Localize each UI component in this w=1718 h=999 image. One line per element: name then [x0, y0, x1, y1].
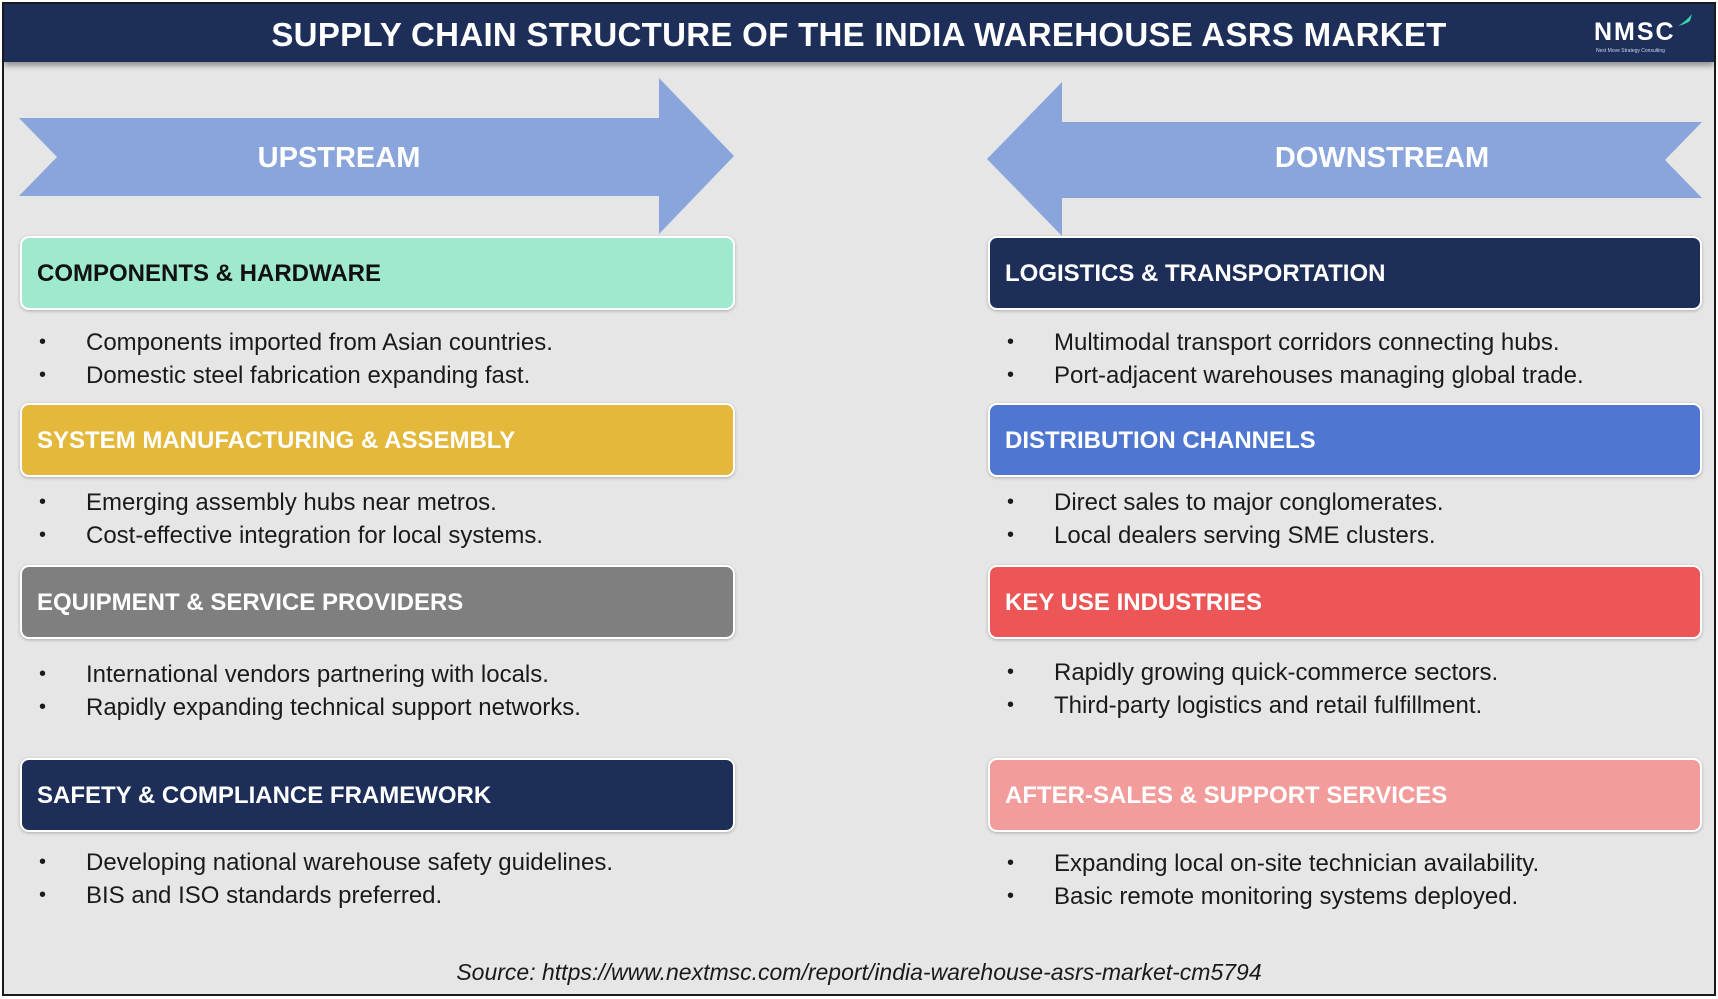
bullet-dot: •	[1007, 661, 1015, 683]
section-title: SYSTEM MANUFACTURING & ASSEMBLY	[37, 427, 516, 454]
bullet-text: Multimodal transport corridors connectin…	[1054, 329, 1560, 356]
bullet-text: Rapidly expanding technical support netw…	[86, 694, 581, 721]
section-title: DISTRIBUTION CHANNELS	[1005, 427, 1316, 454]
bullet-dot: •	[39, 663, 47, 685]
section-title: EQUIPMENT & SERVICE PROVIDERS	[37, 589, 464, 616]
bullet-text: Port-adjacent warehouses managing global…	[1054, 362, 1584, 389]
section-system-manufacturing: SYSTEM MANUFACTURING & ASSEMBLY	[20, 403, 735, 477]
section-safety-compliance: SAFETY & COMPLIANCE FRAMEWORK	[20, 758, 735, 832]
bullet-dot: •	[39, 851, 47, 873]
page-title: SUPPLY CHAIN STRUCTURE OF THE INDIA WARE…	[271, 16, 1447, 53]
bullet-text: Components imported from Asian countries…	[86, 329, 553, 356]
bullet-text: Third-party logistics and retail fulfill…	[1054, 692, 1483, 719]
section-after-sales-support: AFTER-SALES & SUPPORT SERVICES	[988, 758, 1702, 832]
bullet-dot: •	[1007, 491, 1015, 513]
downstream-arrow	[987, 82, 1702, 236]
section-distribution-channels: DISTRIBUTION CHANNELS	[988, 403, 1702, 477]
upstream-arrow	[19, 78, 734, 234]
bullet-text: BIS and ISO standards preferred.	[86, 882, 443, 909]
section-logistics-transportation: LOGISTICS & TRANSPORTATION	[988, 236, 1702, 310]
section-title: LOGISTICS & TRANSPORTATION	[1005, 260, 1386, 287]
bullet-dot: •	[1007, 364, 1015, 386]
upstream-label: UPSTREAM	[257, 142, 421, 174]
section-components-hardware: COMPONENTS & HARDWARE	[20, 236, 735, 310]
bullet-dot: •	[1007, 694, 1015, 716]
bullet-text: Rapidly growing quick-commerce sectors.	[1054, 659, 1499, 686]
bullet-dot: •	[39, 491, 47, 513]
logo-swoosh-icon	[1678, 14, 1692, 26]
bullet-text: Expanding local on-site technician avail…	[1054, 850, 1540, 877]
bullet-text: Basic remote monitoring systems deployed…	[1054, 883, 1519, 910]
bullet-dot: •	[1007, 524, 1015, 546]
bullet-dot: •	[1007, 331, 1015, 353]
bullet-text: Emerging assembly hubs near metros.	[86, 489, 497, 516]
bullet-text: Local dealers serving SME clusters.	[1054, 522, 1436, 549]
bullet-text: Developing national warehouse safety gui…	[86, 849, 614, 876]
section-title: KEY USE INDUSTRIES	[1005, 589, 1262, 616]
bullet-dot: •	[1007, 885, 1015, 907]
downstream-label: DOWNSTREAM	[1274, 142, 1490, 174]
section-title: AFTER-SALES & SUPPORT SERVICES	[1005, 782, 1448, 809]
bullet-dot: •	[39, 524, 47, 546]
bullet-text: Cost-effective integration for local sys…	[86, 522, 544, 549]
bullet-dot: •	[39, 696, 47, 718]
bullet-dot: •	[39, 884, 47, 906]
section-equipment-service: EQUIPMENT & SERVICE PROVIDERS	[20, 565, 735, 639]
logo-text: NMSC	[1594, 18, 1676, 46]
bullet-dot: •	[1007, 852, 1015, 874]
bullet-dot: •	[39, 364, 47, 386]
bullet-dot: •	[39, 331, 47, 353]
section-key-use-industries: KEY USE INDUSTRIES	[988, 565, 1702, 639]
bullet-text: International vendors partnering with lo…	[86, 661, 549, 688]
bullet-text: Direct sales to major conglomerates.	[1054, 489, 1444, 516]
source-citation: Source: https://www.nextmsc.com/report/i…	[456, 959, 1262, 985]
section-title: COMPONENTS & HARDWARE	[37, 260, 382, 287]
section-title: SAFETY & COMPLIANCE FRAMEWORK	[37, 782, 492, 809]
header-bar: SUPPLY CHAIN STRUCTURE OF THE INDIA WARE…	[4, 4, 1714, 62]
logo-tagline: Next Move Strategy Consulting	[1596, 48, 1665, 54]
bullet-text: Domestic steel fabrication expanding fas…	[86, 362, 531, 389]
nmsc-logo: NMSC Next Move Strategy Consulting	[1590, 12, 1694, 56]
